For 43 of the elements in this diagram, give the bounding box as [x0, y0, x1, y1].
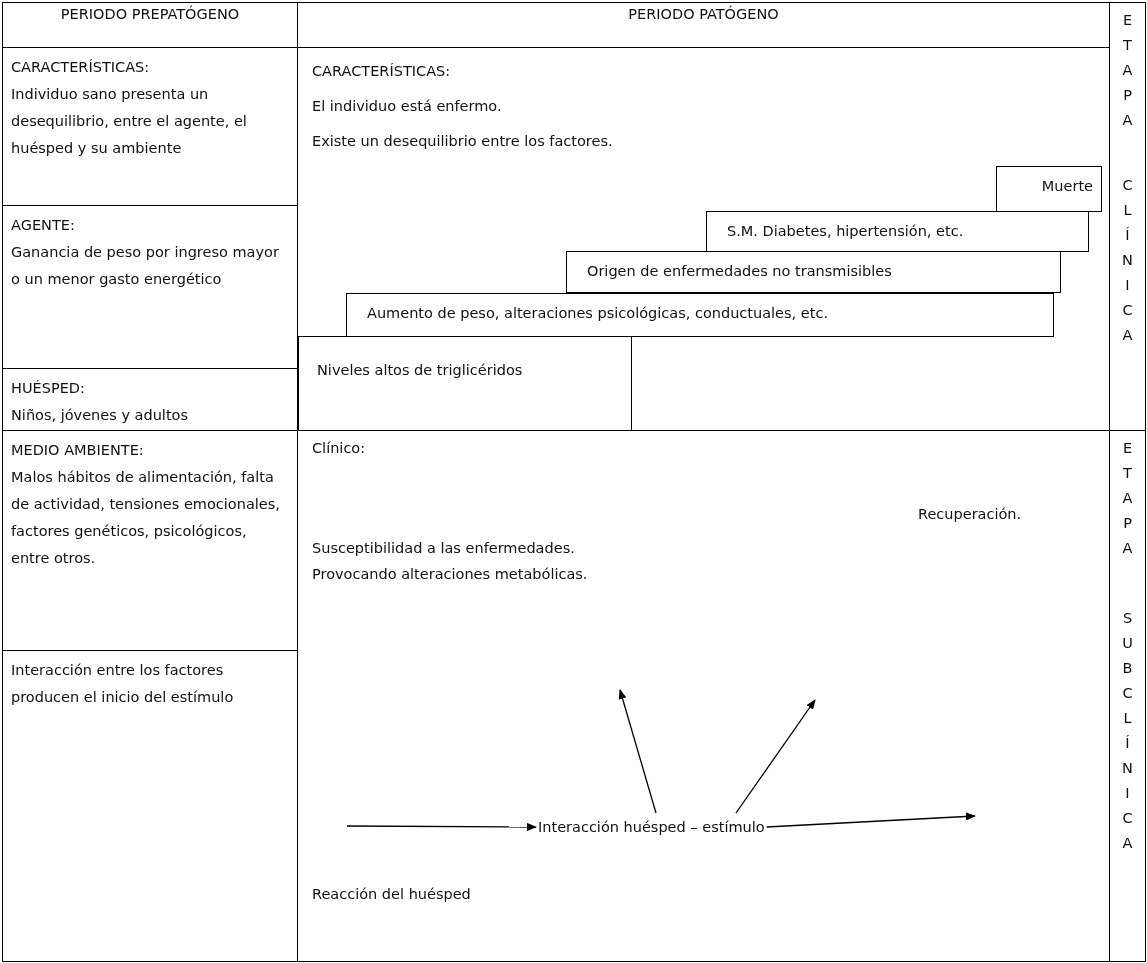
cell-text: Niveles altos de triglicéridos: [317, 361, 524, 380]
cell-text: Interacción huésped – estímulo: [538, 818, 765, 837]
vertical-label: ETAPA: [1121, 11, 1134, 130]
stage-column: [1109, 2, 1146, 431]
cell-text: PERIODO PREPATÓGENO: [59, 4, 241, 24]
header-cell: [2, 2, 298, 48]
table-cell: [2, 650, 298, 962]
cell-heading: HUÉSPED:: [11, 379, 86, 398]
cell-text: Susceptibilidad a las enfermedades.: [312, 539, 575, 558]
vertical-label: SUBCLÍNICA: [1121, 609, 1134, 853]
cell-text: Niños, jóvenes y adultos: [11, 406, 189, 425]
cell-text: PERIODO PATÓGENO: [627, 4, 780, 24]
cell-text: Clínico:: [312, 439, 366, 458]
stage-step-box: [298, 336, 632, 432]
arrow: [735, 699, 816, 814]
cell-heading: MEDIO AMBIENTE:: [11, 441, 145, 460]
vertical-label: ETAPA: [1121, 439, 1134, 558]
cell-text: Malos hábitos de alimentación, falta de actividad, tensiones emocionales, factores genéticos, psicológicos, entre otros.: [11, 468, 281, 568]
cell-text: Muerte: [1040, 177, 1093, 196]
vertical-label: CLÍNICA: [1121, 176, 1134, 345]
cell-text: Individuo sano presenta un desequilibrio, entre el agente, el huésped y su ambiente: [11, 85, 248, 158]
cell-heading: AGENTE:: [11, 216, 76, 235]
cell-text: Interacción entre los factores producen el inicio del estímulo: [11, 661, 235, 707]
stage-step-box: [996, 166, 1102, 212]
cell-text: Origen de enfermedades no transmisibles: [587, 262, 893, 281]
arrow: [346, 822, 537, 831]
cell-text: CARACTERÍSTICAS:: [312, 62, 452, 81]
table-cell: [297, 430, 1110, 962]
cell-text: Reacción del huésped: [312, 885, 471, 904]
cell-text: S.M. Diabetes, hipertensión, etc.: [727, 222, 965, 241]
cell-text: Ganancia de peso por ingreso mayor o un menor gasto energético: [11, 243, 280, 289]
stage-step-box: [346, 293, 1054, 337]
cell-text: Aumento de peso, alteraciones psicológicas, conductuales, etc.: [367, 304, 829, 323]
cell-text: Recuperación.: [918, 505, 1022, 524]
stage-step-box: [706, 211, 1089, 252]
stage-column: [1109, 430, 1146, 962]
arrow: [766, 812, 976, 828]
stage-step-box: [566, 251, 1061, 293]
cell-heading: CARACTERÍSTICAS:: [11, 58, 151, 77]
cell-text: Existe un desequilibrio entre los factores.: [312, 132, 614, 151]
cell-text: Provocando alteraciones metabólicas.: [312, 565, 588, 584]
cell-text: El individuo está enfermo.: [312, 97, 503, 116]
arrow: [618, 689, 657, 814]
